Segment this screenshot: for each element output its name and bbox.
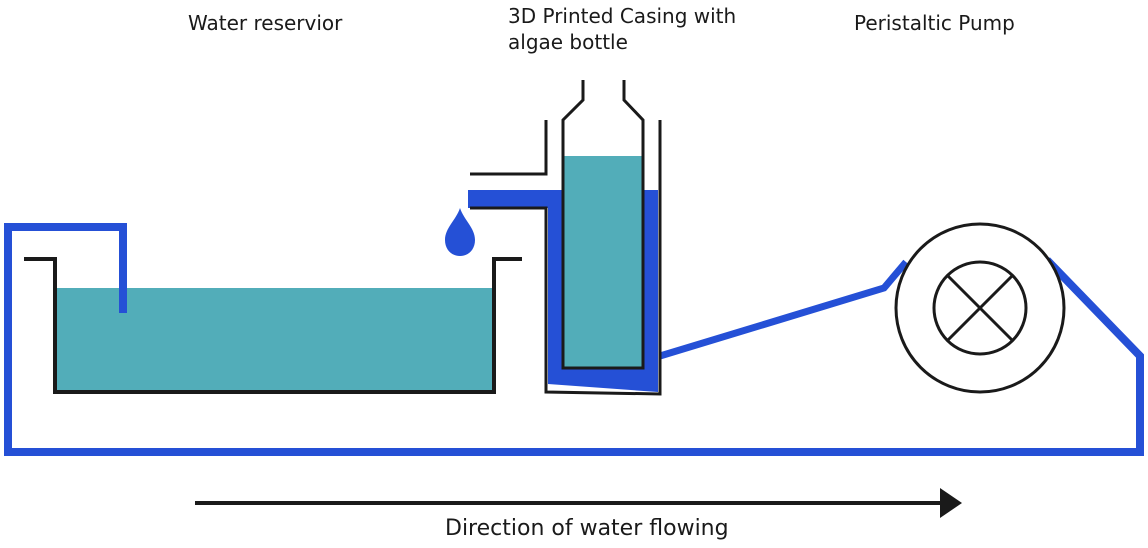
casing-outline-bottom	[470, 120, 662, 396]
water-reservoir-label: Water reservior	[188, 11, 343, 35]
casing-label-line2: algae bottle	[508, 30, 628, 54]
outlet-spout	[468, 190, 548, 208]
arrow-head-icon	[940, 488, 962, 518]
pump-inlet-pipe	[658, 259, 909, 360]
pump-rotor-cross-b	[945, 273, 1015, 343]
water-reservoir	[24, 257, 522, 394]
flow-direction-label: Direction of water flowing	[445, 516, 729, 541]
pump-rotor-icon	[932, 260, 1028, 356]
casing-label: 3D Printed Casing with algae bottle	[508, 3, 736, 55]
reservoir-water	[56, 288, 494, 390]
algae-bottle-water	[563, 156, 643, 368]
casing-outline-left	[470, 120, 548, 176]
pump-label: Peristaltic Pump	[854, 11, 1015, 35]
water-droplet-icon	[445, 208, 475, 256]
return-pipe	[4, 223, 1144, 456]
algae-bottle	[561, 80, 645, 370]
casing-label-line1: 3D Printed Casing with	[508, 4, 737, 28]
